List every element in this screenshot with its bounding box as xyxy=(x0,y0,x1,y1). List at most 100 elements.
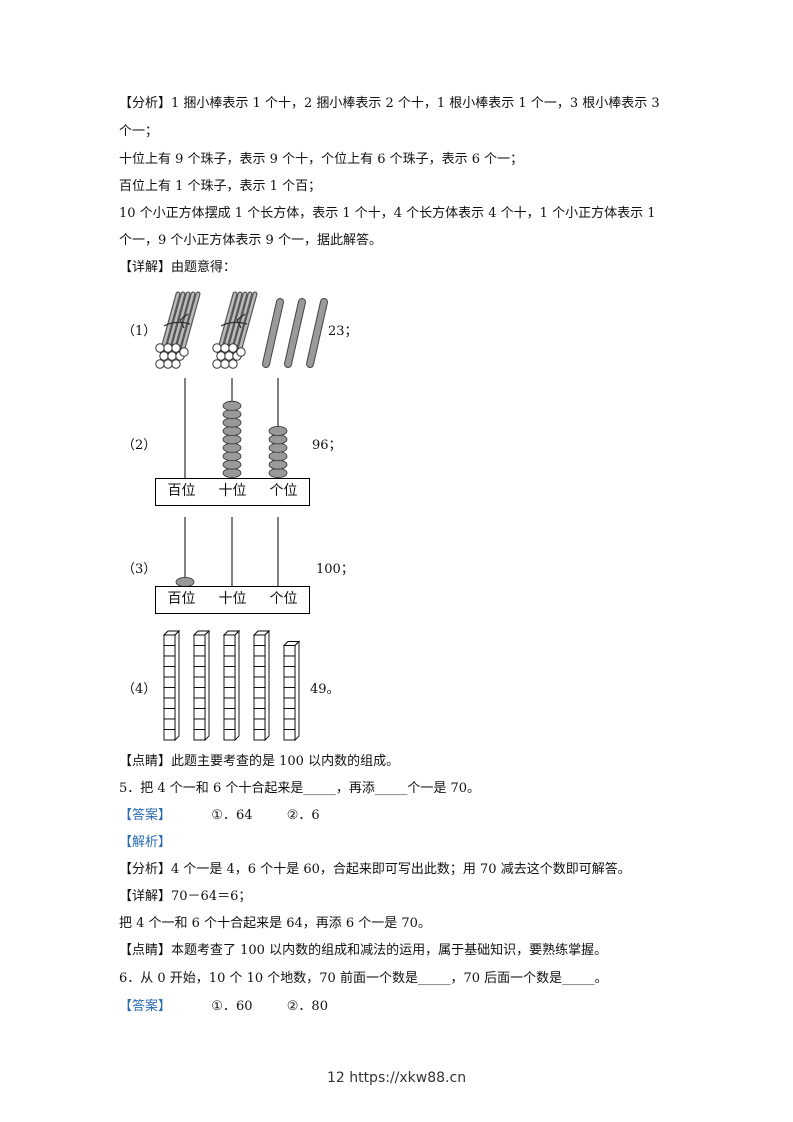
analysis-line-4: 百位上有 1 个珠子，表示 1 个百； xyxy=(119,179,322,194)
unit-cube xyxy=(163,697,176,709)
unit-cube xyxy=(193,676,206,688)
stick-end xyxy=(155,343,165,353)
abacus-bead xyxy=(222,442,242,453)
unit-cube xyxy=(193,655,206,667)
unit-cube xyxy=(283,718,296,730)
abacus-bead xyxy=(268,451,288,462)
answer-6: 【答案】 ①．60 ②．80 xyxy=(119,997,328,1017)
unit-cube xyxy=(253,676,266,688)
stick-end xyxy=(236,347,246,357)
detail-heading: 【详解】由题意得： xyxy=(119,260,237,275)
unit-cube xyxy=(223,666,236,678)
analysis-line-2: 个一； xyxy=(119,124,159,139)
unit-cube xyxy=(163,708,176,720)
answer-label: 【答案】 xyxy=(119,999,172,1014)
place-hundreds: 百位 xyxy=(167,483,196,499)
stick-end xyxy=(155,359,165,369)
figure-3-label: （3） xyxy=(122,562,157,577)
unit-cube xyxy=(253,666,266,678)
answer-6-2: ②．80 xyxy=(286,999,328,1014)
stick-end xyxy=(212,359,222,369)
stick-end xyxy=(212,343,222,353)
ten-rod xyxy=(222,629,241,742)
analysis-5: 【分析】4 个一是 4，6 个十是 60，合起来即可写出此数；用 70 减去这个… xyxy=(119,862,631,877)
stick-end xyxy=(220,343,230,353)
figure-1-answer: 23； xyxy=(328,324,358,339)
question-6: 6．从 0 开始，10 个 10 个地数，70 前面一个数是_____，70 后… xyxy=(119,971,608,986)
unit-cube xyxy=(163,655,176,667)
unit-cube xyxy=(253,645,266,657)
unit-cube xyxy=(163,676,176,688)
answer-5: 【答案】 ①．64 ②．6 xyxy=(119,806,320,826)
unit-cube xyxy=(283,655,296,667)
answer-5-2: ②．6 xyxy=(286,808,320,823)
unit-cube xyxy=(223,645,236,657)
unit-cube xyxy=(283,687,296,699)
cubes-figure xyxy=(162,629,301,742)
unit-cube xyxy=(163,634,176,646)
abacus-bead xyxy=(222,468,242,479)
unit-cube xyxy=(223,676,236,688)
stick-end xyxy=(163,343,173,353)
bundle-tie xyxy=(220,313,248,329)
unit-cube xyxy=(223,718,236,730)
unit-cube xyxy=(193,666,206,678)
abacus-bead xyxy=(222,434,242,445)
cube-side xyxy=(174,629,180,742)
unit-cube xyxy=(193,708,206,720)
unit-cube xyxy=(193,687,206,699)
unit-cube xyxy=(193,729,206,741)
abacus-bead xyxy=(268,426,288,437)
place-value-box-3: 百位 十位 个位 xyxy=(155,586,310,614)
answer-label: 【答案】 xyxy=(119,808,172,823)
unit-cube xyxy=(253,687,266,699)
cube-side xyxy=(234,629,240,742)
stick-end xyxy=(159,351,169,361)
bundle-stick-highlight xyxy=(180,292,200,354)
abacus-bead xyxy=(268,442,288,453)
unit-cube xyxy=(223,697,236,709)
stick-end xyxy=(224,351,234,361)
stick-end xyxy=(171,359,181,369)
figure-2-answer: 96； xyxy=(312,438,342,453)
abacus-100 xyxy=(175,517,279,588)
single-stick-fill xyxy=(307,299,327,367)
detail-5b: 把 4 个一和 6 个十合起来是 64，再添 6 个一是 70。 xyxy=(119,916,431,931)
abacus-bead xyxy=(222,459,242,470)
abacus-bead xyxy=(222,417,242,428)
unit-cube xyxy=(283,697,296,709)
question-5: 5．把 4 个一和 6 个十合起来是_____，再添_____个一是 70。 xyxy=(119,781,481,796)
abacus-bead xyxy=(222,400,242,411)
analysis-line-1: 【分析】1 捆小棒表示 1 个十，2 捆小棒表示 2 个十，1 根小棒表示 1 … xyxy=(119,96,660,111)
unit-cube xyxy=(253,634,266,646)
unit-cube xyxy=(163,687,176,699)
bundle-stick-highlight xyxy=(237,292,257,354)
stick-end xyxy=(228,343,238,353)
single-stick-fill xyxy=(263,299,283,367)
unit-cube xyxy=(163,645,176,657)
analysis-line-3: 十位上有 9 个珠子，表示 9 个十，个位上有 6 个珠子，表示 6 个一； xyxy=(119,152,524,167)
stick-end xyxy=(228,359,238,369)
stick-bundle xyxy=(212,291,258,369)
unit-cube xyxy=(283,666,296,678)
unit-cube xyxy=(193,645,206,657)
unit-cube xyxy=(253,718,266,730)
unit-cube xyxy=(253,655,266,667)
unit-cube xyxy=(253,697,266,709)
abacus-96 xyxy=(184,378,288,479)
detail-5: 【详解】70－64＝6； xyxy=(119,889,252,904)
abacus-bead xyxy=(222,451,242,462)
figure-4-label: （4） xyxy=(122,682,157,697)
cube-side xyxy=(294,640,300,742)
stick-bundle xyxy=(155,291,201,369)
ones-column xyxy=(282,640,301,742)
note-line: 【点睛】此题主要考查的是 100 以内数的组成。 xyxy=(119,754,400,769)
answer-5-1: ①．64 xyxy=(211,808,253,823)
unit-cube xyxy=(223,708,236,720)
unit-cube xyxy=(193,697,206,709)
stick-end xyxy=(220,359,230,369)
place-hundreds: 百位 xyxy=(167,591,196,607)
stick-end xyxy=(167,351,177,361)
explanation-heading-5: 【解析】 xyxy=(119,835,172,850)
abacus-bead xyxy=(222,409,242,420)
